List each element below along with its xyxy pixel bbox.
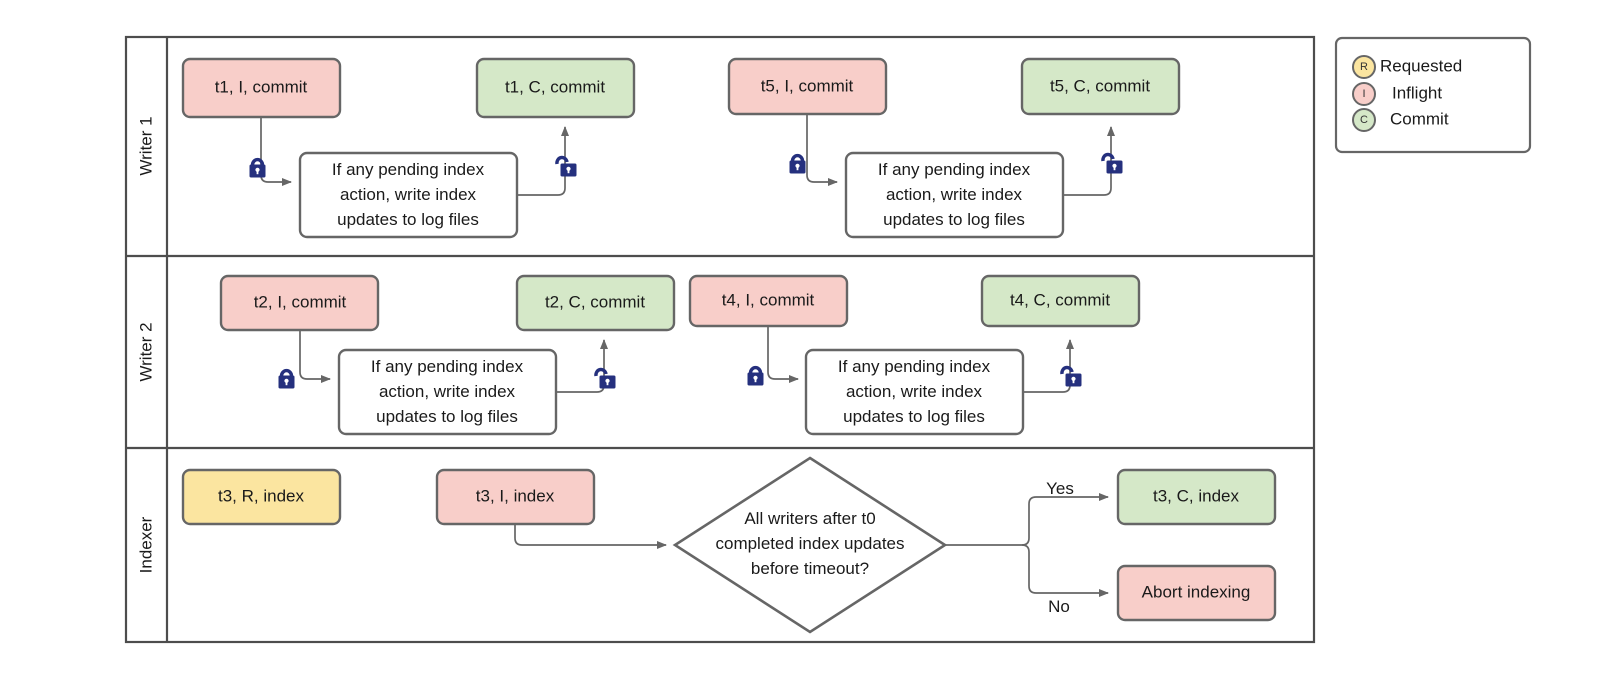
edge-w2-t2-inflight-to-process — [299, 330, 331, 383]
lane-label-indexer: Indexer — [136, 516, 155, 573]
node-w1-t1-commit-label: t1, C, commit — [505, 77, 605, 96]
edge-decision-yes — [1021, 493, 1109, 546]
node-w2-process-a-line3: updates to log files — [376, 407, 518, 426]
lock-closed-icon — [789, 153, 806, 174]
edge-label-yes: Yes — [1046, 479, 1074, 498]
lock-closed-icon — [747, 365, 764, 386]
lane-writer-2-content: t2, I, commit t2, C, commit If any pendi… — [219, 274, 1141, 436]
lane-indexer-content: Yes No t3, R, index t3, I, index All wri… — [181, 456, 1277, 634]
decision-line3: before timeout? — [751, 559, 869, 578]
node-w2-t4-inflight-label: t4, I, commit — [722, 290, 815, 309]
writer1-group-b-edges — [806, 114, 1115, 196]
node-idx-t3-requested-label: t3, R, index — [218, 486, 304, 505]
decision-line1: All writers after t0 — [744, 509, 875, 528]
lock-open-icon — [555, 155, 577, 177]
node-w2-process-b-line2: action, write index — [846, 382, 983, 401]
node-decision-all-writers-completed[interactable] — [672, 456, 948, 634]
node-w1-t1-commit[interactable] — [475, 57, 636, 119]
node-w1-t5-commit-label: t5, C, commit — [1050, 76, 1150, 95]
node-idx-t3-commit[interactable] — [1116, 468, 1277, 526]
legend-label-requested: Requested — [1380, 56, 1462, 75]
node-idx-abort-indexing[interactable] — [1116, 564, 1277, 622]
legend-swatch-commit — [1352, 108, 1376, 132]
node-w1-process-a-line3: updates to log files — [337, 210, 479, 229]
edge-label-no: No — [1048, 597, 1070, 616]
node-idx-t3-commit-label: t3, C, index — [1153, 486, 1239, 505]
node-idx-abort-indexing-label: Abort indexing — [1142, 582, 1251, 601]
node-w2-t2-commit-label: t2, C, commit — [545, 292, 645, 311]
lock-open-icon — [1060, 365, 1082, 387]
node-w2-t4-commit[interactable] — [980, 274, 1141, 328]
legend-glyph-requested: R — [1360, 61, 1368, 73]
lane-label-writer-1: Writer 1 — [136, 116, 155, 175]
node-w1-process-a[interactable] — [298, 151, 519, 239]
legend-swatch-requested — [1352, 55, 1376, 79]
node-w1-t1-inflight-label: t1, I, commit — [215, 77, 308, 96]
node-w1-process-b-line2: action, write index — [886, 185, 1023, 204]
indexer-edges — [514, 493, 1109, 597]
node-w2-process-b[interactable] — [804, 348, 1025, 436]
node-idx-t3-inflight-label: t3, I, index — [476, 486, 555, 505]
node-w2-t2-commit[interactable] — [515, 274, 676, 332]
legend-item-requested: R Requested — [1352, 55, 1462, 79]
lock-open-icon — [1101, 152, 1123, 174]
lock-closed-icon — [249, 157, 266, 178]
node-w2-t2-inflight[interactable] — [219, 274, 380, 332]
edge-w1-process-to-t1-commit — [517, 126, 569, 196]
legend-glyph-inflight: I — [1362, 88, 1365, 100]
node-w2-t2-inflight-label: t2, I, commit — [254, 292, 347, 311]
legend-label-commit: Commit — [1390, 109, 1449, 128]
legend-item-commit: C Commit — [1352, 108, 1449, 132]
node-w1-process-a-line1: If any pending index — [332, 160, 485, 179]
edge-w2-t4-inflight-to-process — [767, 326, 799, 383]
node-idx-t3-inflight[interactable] — [435, 468, 596, 526]
node-w1-process-b-line1: If any pending index — [878, 160, 1031, 179]
edge-w1-process-to-t5-commit — [1063, 126, 1115, 196]
legend-frame — [1334, 36, 1532, 154]
lock-open-icon — [594, 367, 616, 389]
edge-idx-inflight-to-decision — [514, 524, 667, 549]
node-w1-process-a-line2: action, write index — [340, 185, 477, 204]
node-idx-t3-requested[interactable] — [181, 468, 342, 526]
edge-decision-no — [1021, 544, 1109, 597]
node-w1-t5-commit[interactable] — [1020, 57, 1181, 116]
node-w2-process-a-line1: If any pending index — [371, 357, 524, 376]
lane-label-writer-2: Writer 2 — [136, 322, 155, 381]
edge-w1-t5-inflight-to-process — [806, 114, 838, 186]
node-w1-process-b-line3: updates to log files — [883, 210, 1025, 229]
node-w2-process-a[interactable] — [337, 348, 558, 436]
legend-item-inflight: I Inflight — [1352, 82, 1442, 106]
node-w1-t5-inflight[interactable] — [727, 57, 888, 116]
lock-closed-icon — [278, 368, 295, 389]
legend-panel: R Requested I Inflight C Commit — [1334, 36, 1532, 154]
node-w2-t4-inflight[interactable] — [688, 274, 849, 328]
decision-line2: completed index updates — [715, 534, 904, 553]
node-w1-t5-inflight-label: t5, I, commit — [761, 76, 854, 95]
node-w2-process-b-line3: updates to log files — [843, 407, 985, 426]
legend-glyph-commit: C — [1360, 114, 1368, 126]
node-w2-process-b-line1: If any pending index — [838, 357, 991, 376]
node-w2-process-a-line2: action, write index — [379, 382, 516, 401]
node-w1-process-b[interactable] — [844, 151, 1065, 239]
node-w2-t4-commit-label: t4, C, commit — [1010, 290, 1110, 309]
node-w1-t1-inflight[interactable] — [181, 57, 342, 119]
lane-writer-1-content: t1, I, commit t1, C, commit If any pendi… — [181, 57, 1181, 239]
legend-swatch-inflight — [1352, 82, 1376, 106]
legend-label-inflight: Inflight — [1392, 83, 1442, 102]
